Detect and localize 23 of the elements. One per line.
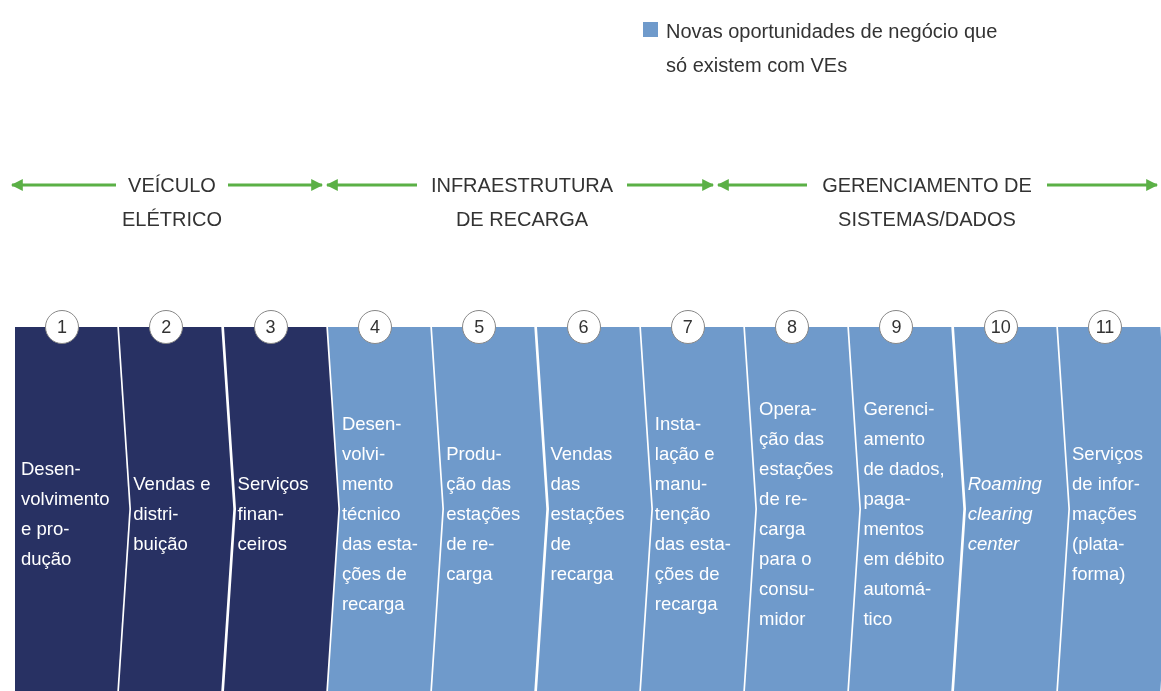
- step-label: Insta- lação e manu- tenção das esta- ções de recarga: [654, 412, 732, 616]
- step-number: 2: [149, 310, 184, 344]
- legend-text: Novas oportunidades de negócio que só existem com VEs: [666, 19, 999, 78]
- step-label: Vendas das estações de recarga: [550, 442, 626, 586]
- step-label: Gerenci- amento de dados, paga- mentos em débito automá- tico: [863, 397, 946, 631]
- step-label: Serviços finan- ceiros: [237, 472, 310, 556]
- step-label: Desen- volvimento e pro- dução: [21, 457, 110, 571]
- step-label: Vendas e distri- buição: [133, 472, 212, 556]
- step-number: 11: [1088, 310, 1122, 344]
- step-label: Desen- volvi- mento técnico das esta- ções de recarga: [341, 412, 419, 616]
- step-label: Serviços de infor- mações (plata- forma): [1072, 442, 1144, 586]
- step-number: 10: [983, 310, 1018, 344]
- step-number: 7: [670, 310, 705, 344]
- step-number: 8: [775, 310, 810, 344]
- step-number: 9: [879, 310, 914, 344]
- step-number: 1: [45, 310, 79, 344]
- step-number: 3: [253, 310, 288, 344]
- step-label: Opera- ção das estações de re- carga para o consu- midor: [759, 397, 835, 631]
- step-number: 4: [357, 310, 392, 344]
- step-number: 6: [566, 310, 601, 344]
- step-number: 5: [462, 310, 497, 344]
- step-label: Produ- ção das estações de re- carga: [446, 442, 522, 586]
- step-label: Roaming clearing center: [967, 472, 1043, 556]
